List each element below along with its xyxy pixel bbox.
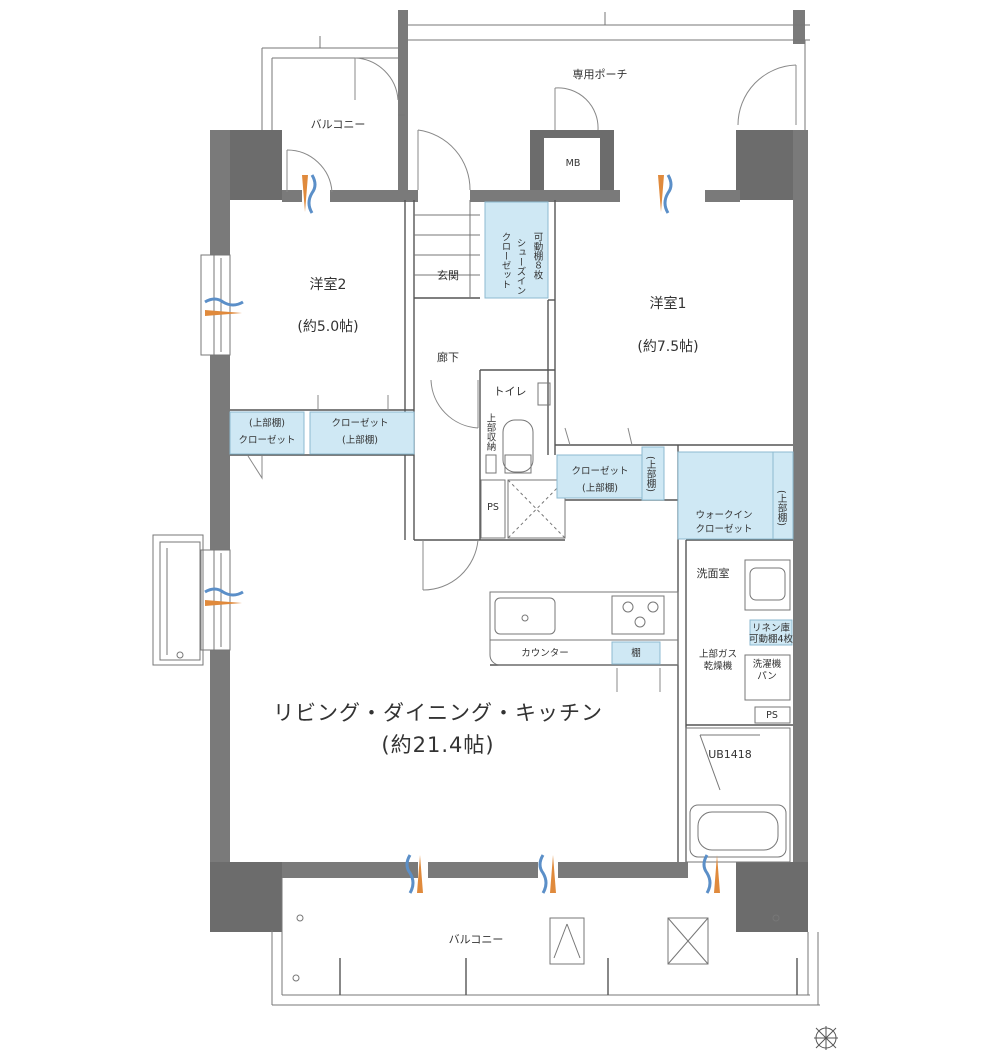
- window-left-lower: [152, 534, 231, 666]
- balcony-bottom-outline: [271, 878, 820, 1006]
- exterior-walls: [210, 130, 808, 932]
- label-entrance: 玄関: [437, 268, 459, 282]
- label-hallway: 廊下: [437, 350, 459, 364]
- label-bath: UB1418: [708, 748, 752, 761]
- label-western-room-1: 洋室1: [650, 295, 687, 312]
- balcony-top-outline: [261, 36, 405, 130]
- label-balcony-bottom: バルコニー: [449, 933, 504, 946]
- label-ps-wash: PS: [766, 710, 778, 721]
- label-mb: MB: [566, 158, 581, 169]
- label-washroom: 洗面室: [697, 566, 730, 580]
- doors: [247, 57, 797, 692]
- label-shoe-closet-line1: シューズイン: [515, 238, 527, 295]
- label-shoe-closet-shelves: 可動棚８枚: [532, 232, 544, 280]
- entrance-steps: [414, 200, 480, 298]
- label-closet-r2-right-bottom: (上部棚): [342, 434, 378, 446]
- kitchen-counter: [489, 591, 679, 666]
- label-toilet-upper-storage: 上部収納: [485, 413, 497, 452]
- label-shelf: 棚: [631, 647, 641, 659]
- label-linen-shelves: 可動棚4枚: [749, 633, 794, 645]
- label-western-room-1-size: (約7.5帖): [637, 339, 698, 355]
- label-closet-r1: クローゼット: [571, 465, 628, 477]
- label-upper-shelf-vertical: (上部棚): [645, 456, 657, 492]
- label-private-porch: 専用ポーチ: [573, 68, 628, 81]
- label-upper-shelf-wic: (上部棚): [776, 490, 788, 526]
- washroom-fixtures: [744, 559, 791, 724]
- label-closet-r2-right: クローゼット: [331, 417, 388, 429]
- label-western-room-2-size: (約5.0帖): [297, 319, 358, 335]
- label-closet-r2-left: クローゼット: [238, 434, 295, 446]
- label-linen: リネン庫: [752, 622, 791, 634]
- label-washer-pan-line2: パン: [757, 671, 776, 682]
- label-walk-in-closet: ウォークイン: [695, 510, 752, 521]
- label-toilet: トイレ: [494, 385, 527, 398]
- compass-icon: [814, 1026, 838, 1050]
- label-closet-r2-left-top: (上部棚): [249, 417, 285, 429]
- label-ps-toilet: PS: [487, 502, 499, 513]
- label-counter: カウンター: [521, 648, 569, 659]
- airflow-markers: [204, 174, 720, 894]
- label-ldk-size: (約21.4帖): [381, 733, 494, 757]
- label-walk-in-closet-line2: クローゼット: [695, 523, 752, 535]
- toilet-fixtures: [480, 382, 566, 539]
- label-gas-dryer-line2: 乾燥機: [704, 660, 733, 672]
- label-closet-r1-bottom: (上部棚): [582, 482, 618, 494]
- label-washer-pan: 洗濯機: [753, 658, 782, 670]
- label-balcony-top: バルコニー: [311, 118, 366, 131]
- window-left-upper: [200, 254, 231, 356]
- storage-areas: [229, 201, 794, 665]
- porch-outline: [398, 10, 810, 190]
- label-ldk: リビング・ダイニング・キッチン: [273, 701, 603, 725]
- label-western-room-2: 洋室2: [310, 276, 347, 293]
- label-shoe-closet-line2: クローゼット: [500, 232, 512, 289]
- label-gas-dryer: 上部ガス: [699, 648, 737, 660]
- unit-bath: [685, 727, 791, 863]
